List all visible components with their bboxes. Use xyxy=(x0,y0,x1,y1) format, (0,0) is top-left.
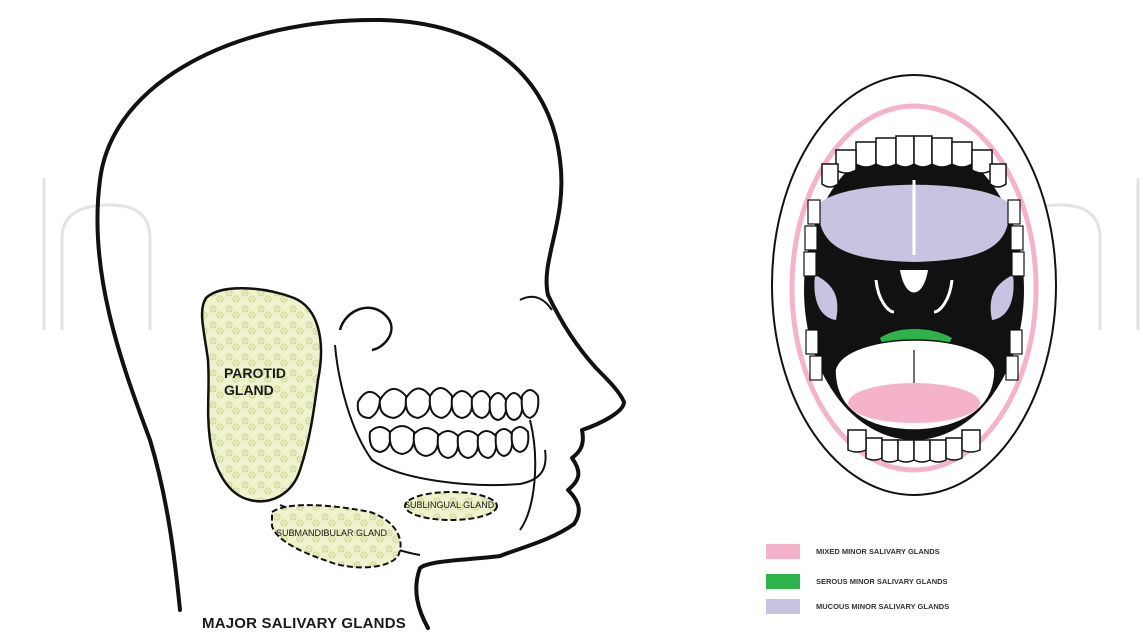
legend-swatch-serous xyxy=(766,574,800,589)
ear-outline xyxy=(340,308,391,350)
legend-swatch-mixed xyxy=(766,544,800,559)
parotid-label-line2: GLAND xyxy=(224,382,314,399)
submandibular-gland-label: SUBMANDIBULAR GLAND xyxy=(276,528,387,538)
legend-swatch-mucous xyxy=(766,599,800,614)
parotid-label-line1: PAROTID xyxy=(224,365,314,382)
legend-item-mucous: MUCOUS MINOR SALIVARY GLANDS xyxy=(766,599,949,614)
parotid-gland-label: PAROTID GLAND xyxy=(224,365,314,399)
figure-title: MAJOR SALIVARY GLANDS xyxy=(202,615,406,632)
legend-item-mixed: MIXED MINOR SALIVARY GLANDS xyxy=(766,544,940,559)
legend-label-mucous: MUCOUS MINOR SALIVARY GLANDS xyxy=(816,602,949,611)
teeth xyxy=(358,388,539,458)
legend-label-serous: SEROUS MINOR SALIVARY GLANDS xyxy=(816,577,948,586)
sublingual-gland-label: SUBLINGUAL GLAND xyxy=(404,500,494,510)
mouth-diagram xyxy=(772,75,1056,495)
legend-label-mixed: MIXED MINOR SALIVARY GLANDS xyxy=(816,547,940,556)
legend-item-serous: SEROUS MINOR SALIVARY GLANDS xyxy=(766,574,948,589)
